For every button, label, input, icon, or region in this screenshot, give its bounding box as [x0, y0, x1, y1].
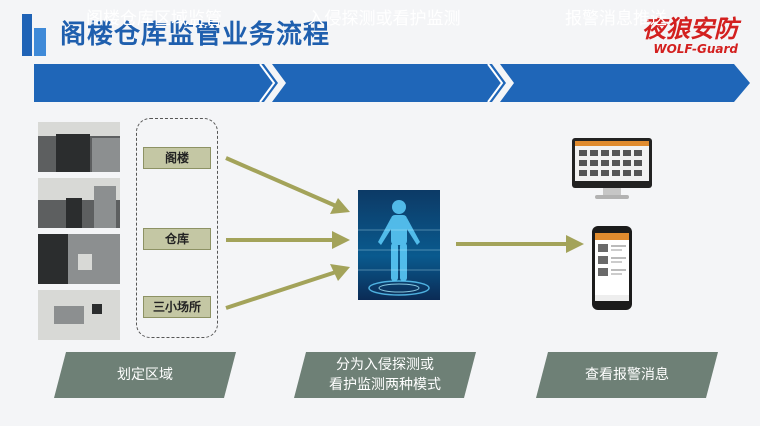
zone-group-box	[136, 118, 218, 338]
blue-bars-logo-icon	[22, 14, 46, 56]
desktop-monitor-icon	[572, 138, 652, 188]
arrow-attic-to-detection	[225, 156, 337, 208]
bottom-label-modes-line2: 看护监测两种模式	[329, 377, 441, 393]
zone-label-attic: 阁楼	[143, 147, 211, 169]
process-step-1-shape	[34, 64, 278, 102]
digital-human-scan-icon	[358, 190, 440, 300]
smartphone-icon	[592, 226, 632, 310]
brand-name-en: WOLF-Guard	[653, 42, 738, 56]
process-step-2-shape	[272, 64, 506, 102]
monitor-stand	[603, 188, 621, 196]
bottom-label-2-shape	[294, 352, 476, 398]
bottom-label-modes-line1: 分为入侵探测或	[336, 357, 434, 373]
bottom-label-1-shape	[54, 352, 236, 398]
process-step-3-shape	[500, 64, 750, 102]
arrow-small-places-to-detection	[225, 270, 337, 310]
brand-logo: 夜狼安防 WOLF-Guard	[642, 16, 738, 56]
photo-attic-cabinet	[38, 122, 120, 172]
process-step-1-label: 阁楼仓库区域监管	[86, 9, 222, 29]
monitor-base	[595, 195, 629, 199]
page-title: 阁楼仓库监管业务流程	[60, 20, 331, 50]
photo-person-ceiling	[38, 178, 120, 228]
bottom-label-define-area: 划定区域	[117, 367, 173, 383]
bottom-label-3-shape	[536, 352, 718, 398]
photo-wall-sensor	[38, 234, 120, 284]
brand-name-cn: 夜狼安防	[642, 15, 738, 43]
photo-camera	[38, 290, 120, 340]
bottom-label-view-alarms: 查看报警消息	[585, 367, 669, 383]
process-step-3-label: 报警消息推送	[565, 9, 667, 29]
process-banner	[34, 64, 750, 102]
process-step-2-label: 入侵探测或看护监测	[307, 9, 461, 29]
zone-label-three-small-places: 三小场所	[143, 296, 211, 318]
bottom-label-modes: 分为入侵探测或 看护监测两种模式	[300, 353, 470, 397]
zone-label-warehouse: 仓库	[143, 228, 211, 250]
